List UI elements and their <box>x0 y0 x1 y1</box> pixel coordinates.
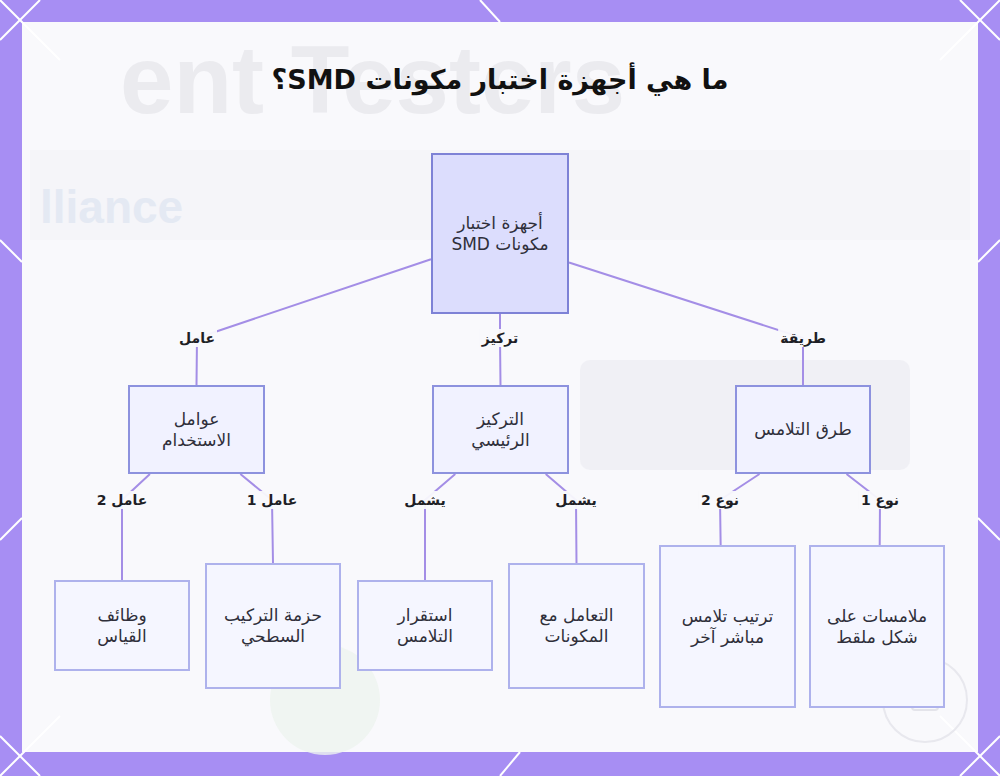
node-text: أجهزة اختبار مكونات SMD <box>447 213 553 255</box>
connector-line <box>425 474 455 580</box>
node-text: التركيز الرئيسي <box>448 409 553 451</box>
edge-label: عامل <box>177 329 217 347</box>
corner-line <box>940 0 1000 60</box>
corner-line <box>978 518 1000 540</box>
corner-line <box>978 240 1000 262</box>
connector-line <box>240 474 273 563</box>
category-box: عوامل الاستخدام <box>128 385 265 474</box>
connector-line <box>847 474 880 545</box>
edge-label: يشمل <box>553 491 598 509</box>
watermark-text: lliance <box>40 180 183 234</box>
node-text: طرق التلامس <box>754 419 851 440</box>
connector-line <box>197 259 432 385</box>
corner-line <box>480 0 500 22</box>
connector-line <box>546 474 577 563</box>
detail-box: ترتيب تلامس مباشر آخر <box>659 545 796 708</box>
detail-box: حزمة التركيب السطحي <box>205 563 341 689</box>
corner-line <box>500 752 520 776</box>
edge-label: يشمل <box>402 491 447 509</box>
edge-label: تركيز <box>480 329 521 347</box>
corner-line <box>940 716 1000 776</box>
detail-box: استقرار التلامس <box>357 580 493 671</box>
node-text: ملامسات على شكل ملقط <box>825 606 929 648</box>
edge-label: نوع 1 <box>859 491 901 509</box>
node-text: عوامل الاستخدام <box>144 409 249 451</box>
panel <box>22 22 978 752</box>
detail-box: التعامل مع المكونات <box>508 563 645 689</box>
category-box: طرق التلامس <box>735 385 871 474</box>
diagram-title: ما هي أجهزة اختبار مكونات SMD؟ <box>0 64 1000 95</box>
connector-line <box>720 474 759 545</box>
edge-label: نوع 2 <box>699 491 741 509</box>
detail-box: ملامسات على شكل ملقط <box>809 545 945 708</box>
node-text: استقرار التلامس <box>373 605 477 647</box>
edge-label: عامل 1 <box>245 491 300 509</box>
corner-line <box>0 716 60 776</box>
connector-line <box>499 314 502 385</box>
category-box: التركيز الرئيسي <box>432 385 569 474</box>
corner-line <box>0 518 22 540</box>
corner-line <box>0 240 22 262</box>
edge-label: طريقة <box>778 329 828 347</box>
node-text: التعامل مع المكونات <box>524 605 629 647</box>
detail-box: وظائف القياس <box>54 580 190 671</box>
root-box: أجهزة اختبار مكونات SMD <box>431 153 569 314</box>
node-text: حزمة التركيب السطحي <box>221 605 325 647</box>
node-text: ترتيب تلامس مباشر آخر <box>675 606 780 648</box>
connector-line <box>569 262 803 385</box>
corner-line <box>0 0 60 60</box>
connector-line <box>122 474 150 580</box>
node-text: وظائف القياس <box>70 605 174 647</box>
edge-label: عامل 2 <box>95 491 150 509</box>
